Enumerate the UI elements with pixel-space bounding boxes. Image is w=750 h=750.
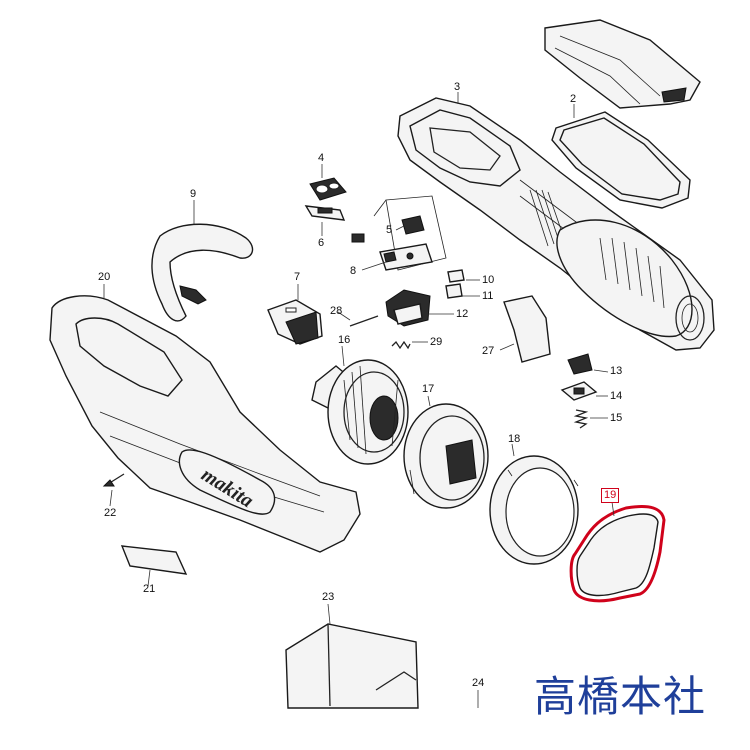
callout-24: 24 (472, 677, 485, 689)
switch-button-drawing (309, 177, 347, 201)
callout-5: 5 (386, 224, 393, 236)
callout-20: 20 (98, 271, 111, 283)
controller-board-drawing (267, 299, 323, 345)
filter-frame-drawing (551, 111, 691, 209)
callout-2: 2 (570, 93, 577, 105)
filter-ring-drawing (489, 455, 579, 565)
callout-4: 4 (318, 152, 325, 164)
motor-fan-unit-drawing (311, 359, 409, 465)
carton-box-drawing (285, 623, 419, 709)
tapping-screw-drawing (102, 473, 125, 487)
lower-housing-drawing: makita (49, 295, 361, 553)
terminal-clips-drawing (445, 269, 465, 299)
callout-28: 28 (330, 305, 343, 317)
spring-15-drawing (573, 409, 589, 429)
callout-13: 13 (610, 365, 623, 377)
pre-filter-drawing (569, 505, 666, 603)
callout-10: 10 (482, 274, 495, 286)
callout-12: 12 (456, 308, 469, 320)
motor-cover-drawing (403, 403, 489, 509)
callout-14: 14 (610, 390, 623, 402)
callout-19-highlighted: 19 (601, 488, 620, 503)
switch-lever-drawing (304, 205, 346, 221)
watermark-text: 高橋本社 (534, 672, 707, 721)
callout-21: 21 (143, 583, 156, 595)
pin-drawing (349, 315, 379, 327)
nozzle-insert-drawing (503, 295, 551, 363)
callout-15: 15 (610, 412, 623, 424)
callout-29: 29 (430, 336, 443, 348)
callout-16: 16 (338, 334, 351, 346)
switch-assembly-drawing (351, 195, 447, 271)
hook-latch-drawing (567, 353, 593, 375)
battery-terminal-drawing (385, 289, 431, 327)
callout-27: 27 (482, 345, 495, 357)
callout-8: 8 (350, 265, 357, 277)
callout-6: 6 (318, 237, 325, 249)
dust-case-nose-drawing (544, 19, 701, 109)
callout-17: 17 (422, 383, 435, 395)
name-plate-drawing (120, 545, 188, 575)
callout-23: 23 (322, 591, 335, 603)
callout-9: 9 (190, 188, 197, 200)
leader-lines (103, 92, 615, 708)
spring-drawing (391, 340, 411, 350)
upper-housing-drawing (397, 97, 715, 351)
handle-cover-drawing (151, 223, 254, 322)
callout-22: 22 (104, 507, 117, 519)
callout-11: 11 (482, 290, 494, 302)
callout-7: 7 (294, 271, 301, 283)
callout-3: 3 (454, 81, 461, 93)
latch-plate-drawing (560, 381, 598, 401)
callout-18: 18 (508, 433, 521, 445)
